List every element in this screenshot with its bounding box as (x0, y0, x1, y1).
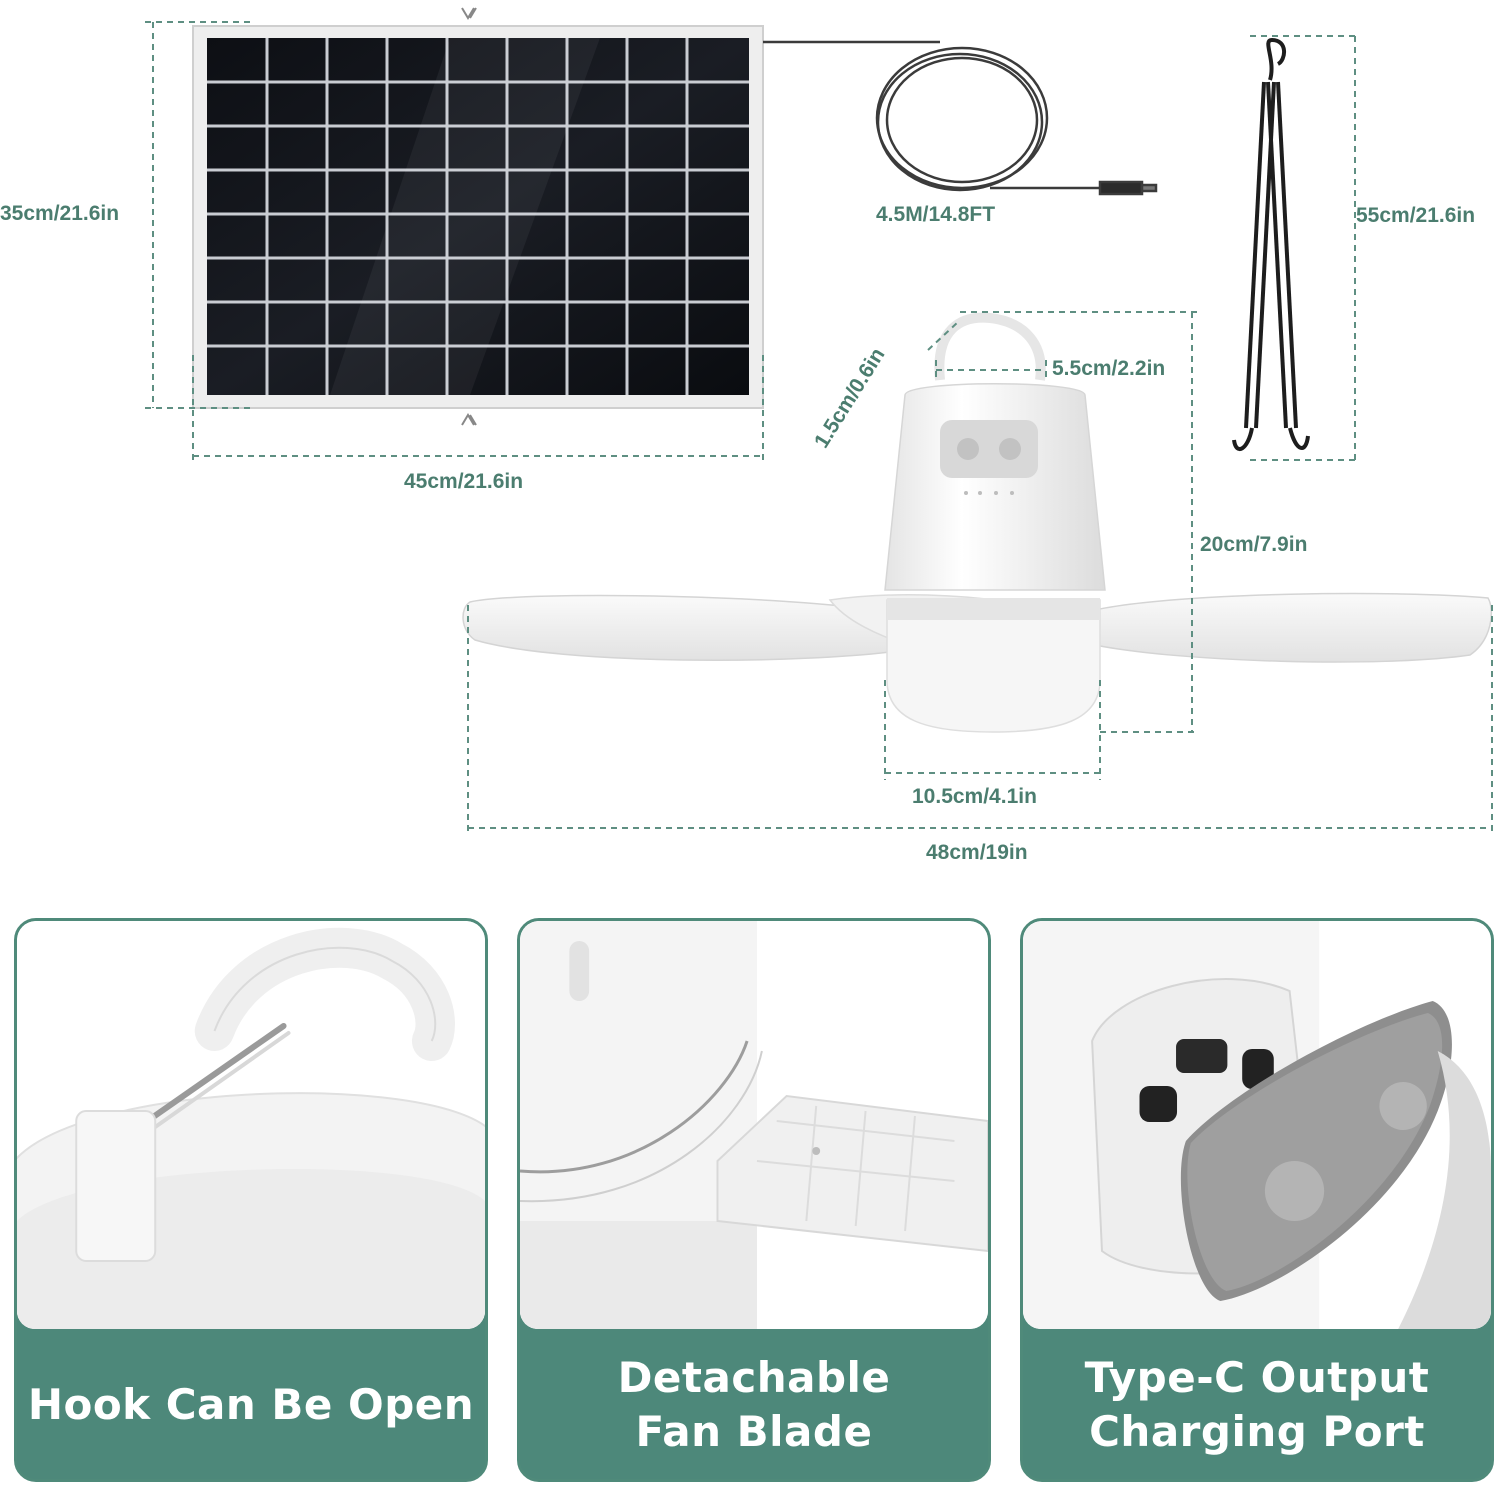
solar-cell-grid (207, 38, 749, 395)
hook-closeup-photo (17, 921, 485, 1329)
port-closeup-photo (1023, 921, 1491, 1329)
hanger-length-label: 55cm/21.6in (1356, 204, 1476, 227)
blade-closeup-photo (520, 921, 988, 1329)
solar-panel (192, 7, 764, 426)
dimension-drawing (145, 7, 1493, 835)
product-dimension-diagram: 35cm/21.6in 45cm/21.6in 4.5M/14.8FT 55cm… (0, 7, 1493, 864)
ceiling-fan (462, 312, 1493, 733)
dimension-lines (145, 21, 1493, 835)
panel-width-label: 45cm/21.6in (404, 470, 524, 493)
solar-cable (763, 40, 1158, 196)
fan-height-label: 20cm/7.9in (1200, 533, 1308, 556)
feature-card-hook: Hook Can Be Open (14, 918, 488, 1482)
feature-card-blade: Detachable Fan Blade (517, 918, 991, 1482)
panel-height-label: 35cm/21.6in (0, 202, 120, 225)
top-diameter-label: 5.5cm/2.2in (1052, 357, 1166, 380)
feature-caption-blade: Detachable Fan Blade (617, 1353, 891, 1456)
feature-card-port: Type-C Output Charging Port (1020, 918, 1494, 1482)
cable-length-label: 4.5M/14.8FT (876, 203, 996, 226)
blade-span-label: 48cm/19in (926, 841, 1028, 864)
feature-caption-hook: Hook Can Be Open (27, 1380, 475, 1429)
hanger-strap (1232, 37, 1310, 452)
base-diameter-label: 10.5cm/4.1in (912, 785, 1037, 808)
feature-caption-port: Type-C Output Charging Port (1084, 1353, 1430, 1456)
